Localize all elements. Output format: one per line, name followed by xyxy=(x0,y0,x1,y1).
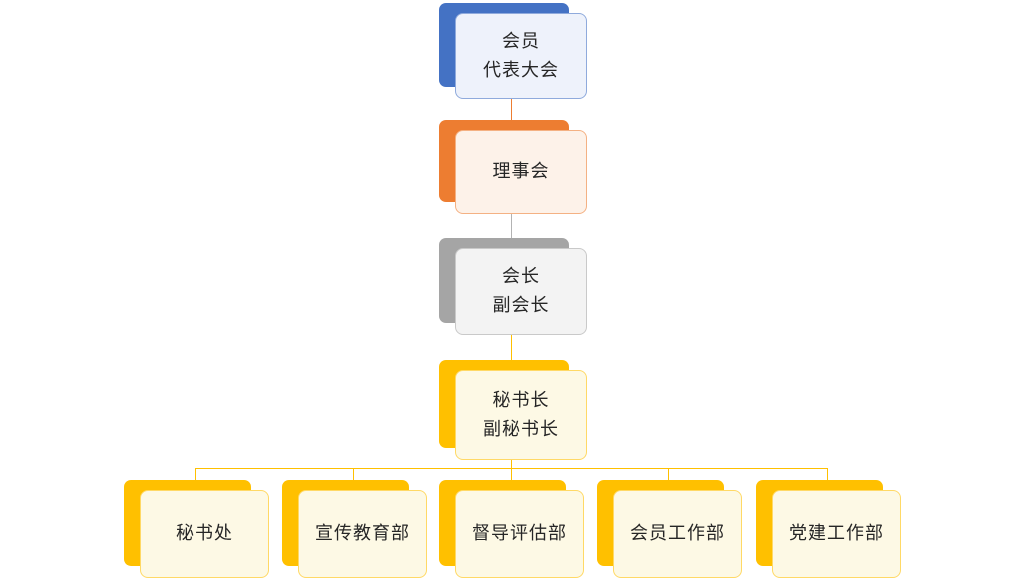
connector-line xyxy=(827,468,828,491)
node-label: 会长 xyxy=(502,266,540,287)
connector-line xyxy=(195,468,196,491)
node-label: 副秘书长 xyxy=(483,418,559,439)
connector-line xyxy=(511,458,512,469)
node-label: 副会长 xyxy=(492,295,550,315)
node-label: 督导评估部 xyxy=(472,523,567,544)
org-node-membership-work-dept: 会员工作部 xyxy=(597,480,742,578)
node-card: 党建工作部 xyxy=(772,490,901,578)
org-node-council: 理事会 xyxy=(439,120,587,214)
org-node-supervision-evaluation-dept: 督导评估部 xyxy=(439,480,584,578)
connector-line xyxy=(511,333,512,371)
connector-line xyxy=(511,97,512,131)
node-card: 会员 代表大会 xyxy=(455,13,587,99)
connector-line xyxy=(668,468,669,491)
org-node-president: 会长 副会长 xyxy=(439,238,587,335)
node-card: 秘书处 xyxy=(140,490,269,578)
connector-line xyxy=(511,468,512,491)
node-label: 会员 xyxy=(502,30,540,51)
node-label: 代表大会 xyxy=(483,59,559,80)
org-node-party-building-work-dept: 党建工作部 xyxy=(756,480,901,578)
node-label: 宣传教育部 xyxy=(315,523,410,544)
node-label: 秘书长 xyxy=(492,389,550,410)
node-card: 督导评估部 xyxy=(455,490,584,578)
node-card: 理事会 xyxy=(455,130,587,214)
node-label: 党建工作部 xyxy=(789,523,884,544)
org-node-secretariat: 秘书处 xyxy=(124,480,269,578)
node-label: 秘书处 xyxy=(176,523,233,544)
node-card: 会长 副会长 xyxy=(455,248,587,335)
connector-line xyxy=(353,468,354,491)
node-card: 会员工作部 xyxy=(613,490,742,578)
node-label: 理事会 xyxy=(492,161,550,182)
node-label: 会员工作部 xyxy=(630,523,725,544)
connector-line xyxy=(511,212,512,249)
org-node-publicity-education-dept: 宣传教育部 xyxy=(282,480,427,578)
node-card: 秘书长 副秘书长 xyxy=(455,370,587,460)
org-node-member-assembly: 会员 代表大会 xyxy=(439,3,587,99)
org-node-secretary-general: 秘书长 副秘书长 xyxy=(439,360,587,460)
node-card: 宣传教育部 xyxy=(298,490,427,578)
